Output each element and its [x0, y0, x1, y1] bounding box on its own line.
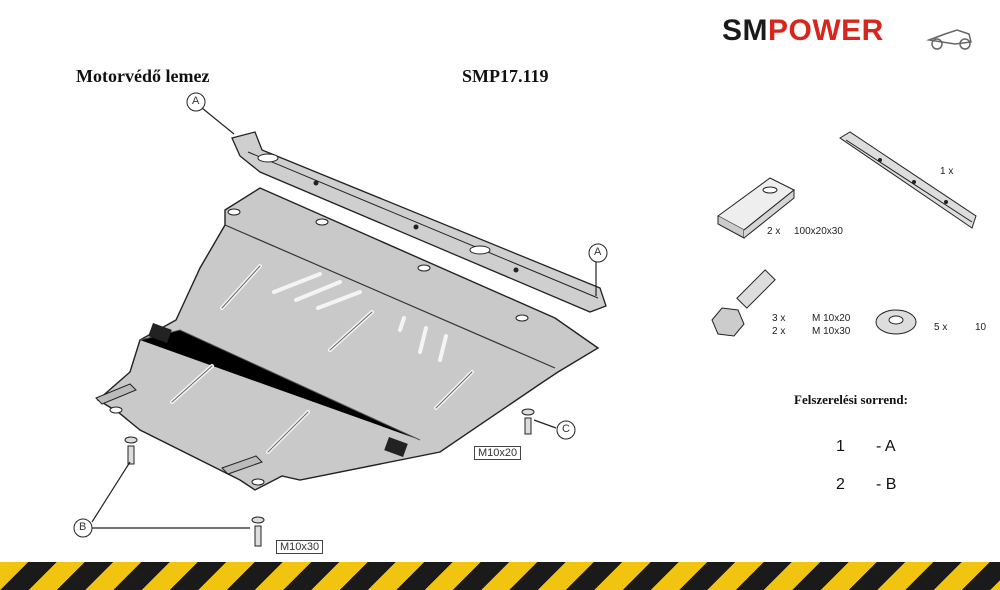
brand-logo: SMPOWER — [722, 14, 884, 48]
spacer-part-drawing — [717, 177, 795, 239]
bolt-qty-1: 3 x — [772, 313, 786, 324]
product-code: SMP17.119 — [462, 66, 549, 86]
bracket-qty: 1 x — [940, 166, 954, 177]
bolt-size-2: M 10x30 — [812, 326, 851, 337]
label-c-circle — [556, 420, 576, 440]
order-step-1-part: - A — [876, 438, 896, 455]
washer-size: 10 — [975, 322, 987, 333]
bolt-qty-2: 2 x — [772, 326, 786, 337]
front-bracket-drawing — [231, 131, 607, 313]
order-step-2-part: - B — [876, 476, 897, 493]
label-a-top-circle — [186, 92, 206, 112]
hazard-stripe — [0, 562, 1000, 590]
washer-qty: 5 x — [934, 322, 948, 333]
bracket-part-drawing — [839, 131, 977, 229]
order-step-1-num: 1 — [836, 438, 845, 455]
logo-sm-text: SM — [722, 14, 768, 47]
order-step-2-num: 2 — [836, 476, 845, 493]
callout-m10x30: M10x30 — [276, 540, 324, 554]
label-c: C — [562, 423, 570, 435]
bolt-drawings — [124, 408, 535, 547]
page-title: Motorvédő lemez — [76, 66, 210, 86]
spacer-size: 100x20x30 — [794, 226, 843, 237]
motorcycle-icon — [926, 29, 972, 50]
label-a-right-circle — [588, 243, 608, 263]
label-b-circle — [73, 518, 93, 538]
parts-drawings — [711, 131, 977, 337]
label-a-top: A — [192, 95, 200, 107]
skid-plate-drawing — [96, 187, 600, 491]
spacer-qty: 2 x — [767, 226, 781, 237]
washer-part-drawing — [875, 309, 917, 335]
label-b: B — [79, 521, 87, 533]
label-a-right: A — [594, 246, 602, 258]
logo-power-text: POWER — [768, 14, 884, 47]
rear-bracket-drawing — [95, 383, 263, 475]
callout-m10x20: M10x20 — [474, 446, 522, 460]
callout-leaders — [91, 107, 597, 529]
order-title: Felszerelési sorrend: — [794, 392, 908, 407]
bolt-size-1: M 10x20 — [812, 313, 851, 324]
bolt-part-drawing — [711, 269, 776, 337]
